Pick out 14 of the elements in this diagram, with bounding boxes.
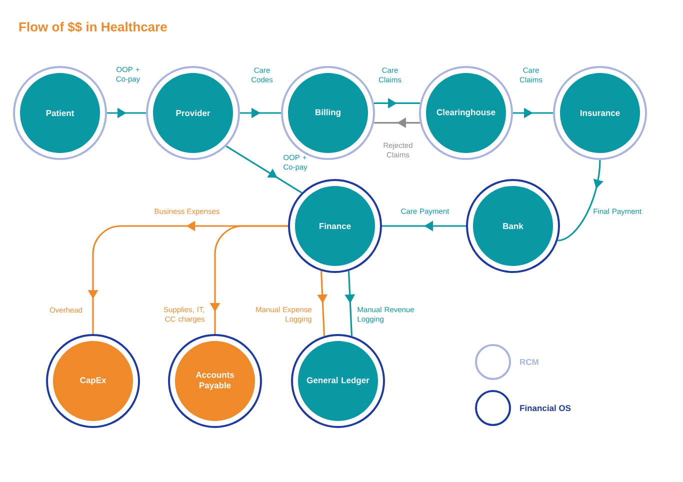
circle-node: Patient	[13, 66, 107, 160]
legend-label: Financial OS	[520, 404, 571, 412]
circle-node: CapEx	[46, 334, 140, 428]
circle-node: Accounts Payable	[168, 334, 262, 428]
legend-label: RCM	[520, 358, 538, 365]
circle-node: Finance	[288, 179, 382, 273]
circle-node: Bank	[466, 179, 560, 273]
circle-node: Insurance	[553, 66, 647, 160]
arrow	[226, 146, 302, 194]
circle-node: General Ledger	[291, 334, 385, 428]
circle-node: Clearinghouse	[419, 66, 513, 160]
title: Flow of $$ in Healthcare	[19, 22, 167, 32]
arrow	[558, 160, 604, 242]
circle-node: Provider	[146, 66, 240, 160]
